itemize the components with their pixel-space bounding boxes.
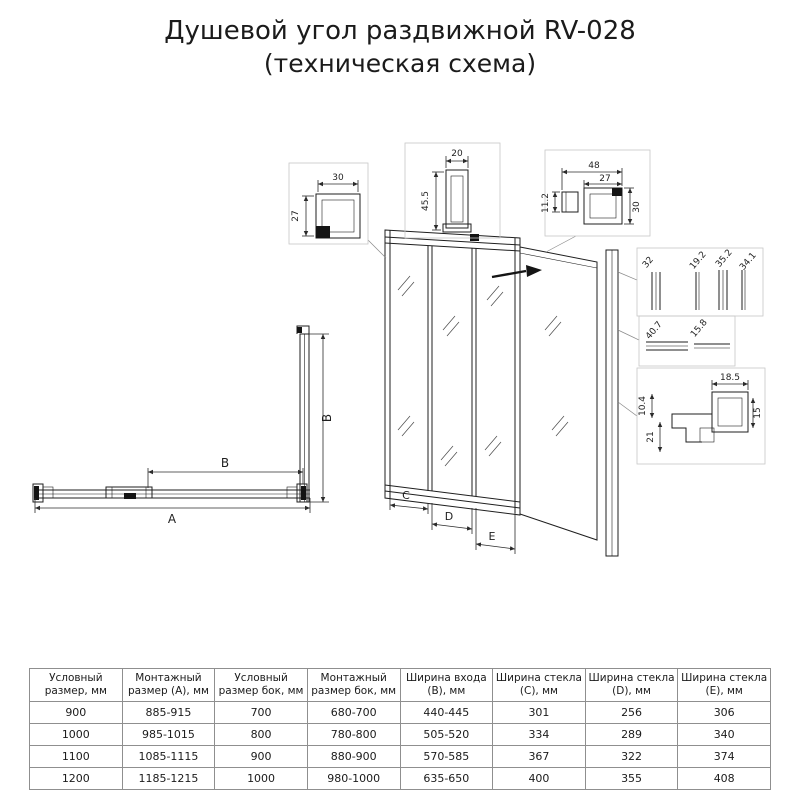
detail-rails-section: 40.7 15.8: [638, 315, 736, 367]
dim-label-15-8: 15.8: [689, 318, 710, 340]
table-cell: 334: [492, 723, 586, 746]
dim-label-b-side: B: [320, 414, 334, 422]
table-cell: 980-1000: [306, 767, 401, 790]
table-cell: 1100: [29, 745, 123, 768]
table-cell: 322: [584, 745, 679, 768]
table-cell: 440-445: [399, 701, 494, 724]
table-row: 1100 1085-1115 900 880-900 570-585 367 3…: [29, 745, 771, 768]
dim-label-21: 21: [646, 431, 656, 442]
dim-label-19-2: 19.2: [688, 250, 709, 272]
side-glass-panel: [519, 246, 598, 541]
panel-label-d: D: [445, 510, 453, 523]
table-cell: 306: [677, 701, 771, 724]
table-cell: 880-900: [306, 745, 401, 768]
table-cell: 289: [584, 723, 679, 746]
detail-wall-profile: 48 27 11.2 30: [541, 149, 651, 237]
dim-label-a: A: [168, 512, 177, 526]
dim-label-10-4: 10.4: [638, 396, 648, 416]
table-cell: 505-520: [399, 723, 494, 746]
table-header-row: Условный размер, мм Монтажный размер (A)…: [29, 668, 771, 702]
table-row: 900 885-915 700 680-700 440-445 301 256 …: [29, 701, 771, 724]
slide-direction-arrow: [491, 265, 542, 279]
dim-label-30: 30: [332, 173, 344, 183]
spec-table: Условный размер, мм Монтажный размер (A)…: [29, 668, 771, 790]
table-header: Монтажный размер (A), мм: [121, 668, 216, 702]
table-cell: 1185-1215: [121, 767, 216, 790]
dim-label-40-7: 40.7: [644, 320, 665, 342]
detail-corner-bracket: 30 27: [288, 162, 369, 245]
table-row: 1000 985-1015 800 780-800 505-520 334 28…: [29, 723, 771, 746]
plan-view: B A: [32, 456, 311, 526]
table-header: Ширина входа (B), мм: [399, 668, 494, 702]
detail-profiles-section: 32 19.2 35.2 34.1: [636, 247, 764, 317]
page-title: Душевой угол раздвижной RV-028 (техничес…: [0, 14, 800, 80]
table-cell: 985-1015: [121, 723, 216, 746]
technical-diagram: C D E B B: [32, 142, 766, 557]
table-cell: 301: [492, 701, 586, 724]
panel-label-e: E: [489, 530, 496, 543]
table-cell: 355: [584, 767, 679, 790]
dim-label-45-5: 45.5: [421, 191, 431, 211]
table-cell: 256: [584, 701, 679, 724]
table-header: Условный размер бок, мм: [214, 668, 308, 702]
title-line-1: Душевой угол раздвижной RV-028: [164, 16, 636, 46]
dim-label-34-1: 34.1: [738, 251, 759, 273]
table-header: Ширина стекла (E), мм: [677, 668, 771, 702]
table-cell: 635-650: [399, 767, 494, 790]
side-elevation: B: [296, 325, 334, 503]
table-cell: 374: [677, 745, 771, 768]
glass-reflection-marks-side: [544, 315, 569, 437]
panel-label-c: C: [402, 489, 410, 502]
detail-bottom-rail: 18.5 10.4 15 21: [636, 367, 766, 465]
table-cell: 780-800: [306, 723, 401, 746]
table-header: Ширина стекла (C), мм: [492, 668, 586, 702]
glass-reflection-marks-front: [397, 275, 504, 467]
dim-label-11-2: 11.2: [541, 193, 551, 213]
roller-block: [470, 234, 479, 241]
table-cell: 1000: [214, 767, 308, 790]
glass-width-dimensions: C D E: [389, 489, 516, 554]
table-cell: 400: [492, 767, 586, 790]
table-cell: 900: [29, 701, 123, 724]
table-cell: 1200: [29, 767, 123, 790]
table-cell: 680-700: [306, 701, 401, 724]
table-cell: 570-585: [399, 745, 494, 768]
dim-label-35-2: 35.2: [714, 248, 735, 270]
front-door-unit: [384, 229, 542, 516]
table-cell: 700: [214, 701, 308, 724]
dim-label-18-5: 18.5: [720, 373, 740, 383]
table-cell: 1085-1115: [121, 745, 216, 768]
dim-label-30-right: 30: [632, 201, 642, 213]
table-cell: 408: [677, 767, 771, 790]
dim-label-27-inner: 27: [599, 174, 610, 184]
dim-label-27: 27: [291, 210, 301, 221]
dim-label-b-plan: B: [221, 456, 229, 470]
wall-profile-right: [605, 249, 619, 557]
title-line-2: (техническая схема): [263, 49, 537, 78]
table-row: 1200 1185-1215 1000 980-1000 635-650 400…: [29, 767, 771, 790]
detail-top-rail-profile: 20 45.5: [404, 142, 501, 239]
table-cell: 885-915: [121, 701, 216, 724]
table-cell: 340: [677, 723, 771, 746]
table-cell: 900: [214, 745, 308, 768]
table-cell: 1000: [29, 723, 123, 746]
table-cell: 367: [492, 745, 586, 768]
table-header: Ширина стекла (D), мм: [584, 668, 679, 702]
dim-label-20: 20: [451, 149, 463, 159]
leader-lines: [367, 235, 640, 417]
table-header: Монтажный размер бок, мм: [306, 668, 401, 702]
table-header: Условный размер, мм: [29, 668, 123, 702]
dim-label-48: 48: [588, 161, 600, 171]
dim-label-32: 32: [641, 255, 656, 270]
dim-label-15: 15: [753, 407, 763, 418]
table-cell: 800: [214, 723, 308, 746]
